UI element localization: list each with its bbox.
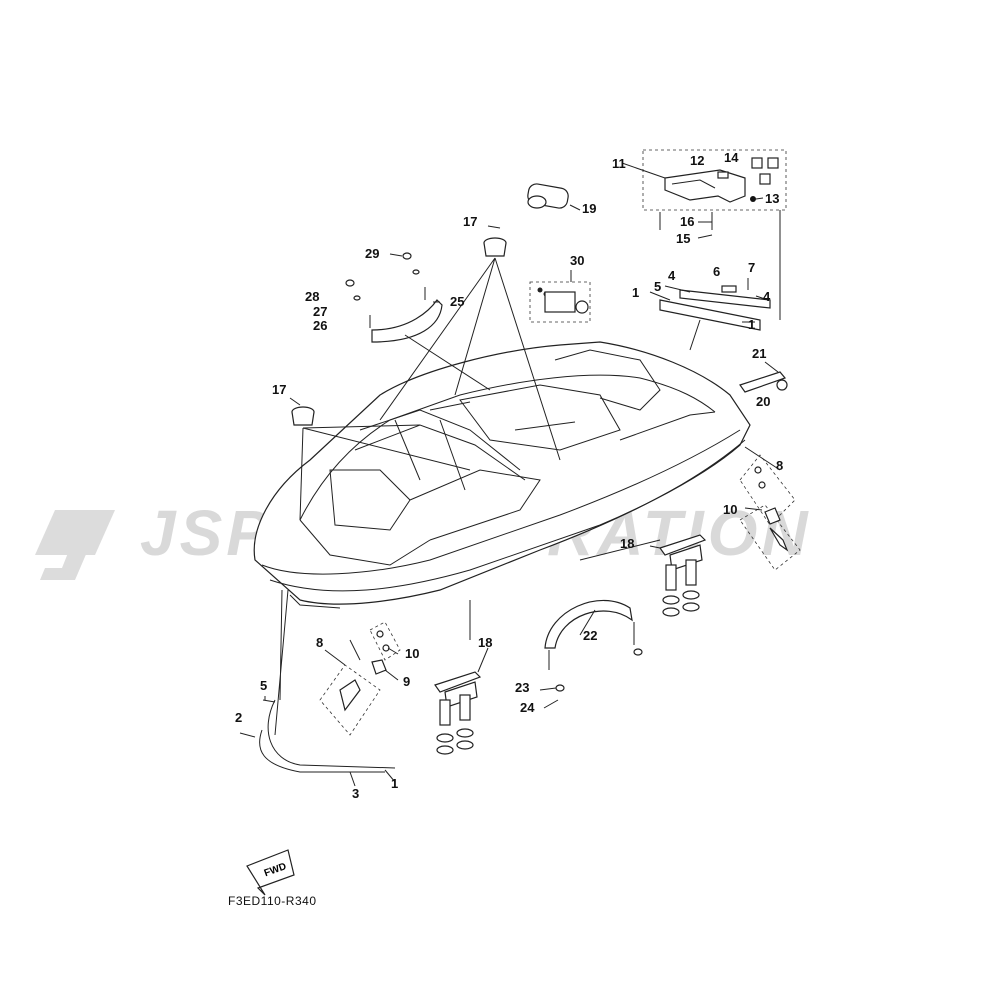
callout-28: 28 (305, 289, 319, 304)
callout-21: 21 (752, 346, 766, 361)
callout-26: 26 (313, 318, 327, 333)
callout-5-rail: 5 (654, 279, 661, 294)
fwd-arrow: FWD (246, 849, 295, 896)
callout-5: 5 (260, 678, 267, 693)
callout-27: 27 (313, 304, 327, 319)
callout-4-right: 4 (763, 289, 771, 304)
callout-18-left: 18 (478, 635, 492, 650)
callout-10-right: 10 (723, 502, 737, 517)
callout-12: 12 (690, 153, 704, 168)
fender-line (239, 699, 396, 773)
callout-20: 20 (756, 394, 770, 409)
callout-6: 6 (713, 264, 720, 279)
callout-14: 14 (724, 150, 739, 165)
boat-hull (253, 341, 751, 609)
grab-rail (544, 599, 643, 692)
rear-mirror (527, 183, 569, 209)
callout-29: 29 (365, 246, 379, 261)
callout-30: 30 (570, 253, 584, 268)
callout-9: 9 (403, 674, 410, 689)
callout-4-top: 4 (668, 268, 676, 283)
callout-11: 11 (612, 156, 626, 171)
callout-1-rail: 1 (632, 285, 639, 300)
callout-15: 15 (676, 231, 690, 246)
cup-holder-left (291, 406, 315, 426)
cleat-group-left (319, 621, 401, 736)
callout-22: 22 (583, 628, 597, 643)
callout-1-right: 1 (748, 317, 755, 332)
cleat-left (434, 671, 482, 755)
callout-13: 13 (765, 191, 779, 206)
callout-24: 24 (520, 700, 535, 715)
callout-17-upper: 17 (463, 214, 477, 229)
callout-2: 2 (235, 710, 242, 725)
callout-3: 3 (352, 786, 359, 801)
callout-8-right: 8 (776, 458, 783, 473)
leader-lines (264, 162, 781, 787)
callout-8-left: 8 (316, 635, 323, 650)
grab-handle (345, 252, 443, 343)
cleat-group-right (739, 454, 801, 571)
callouts: 11 12 14 13 16 15 19 17 29 30 28 27 26 2… (235, 150, 783, 801)
rub-rail-set (659, 278, 771, 331)
cleat-right (659, 534, 707, 617)
part-code: F3ED110-R340 (228, 894, 317, 908)
cup-holder-upper (483, 237, 507, 257)
callout-19: 19 (582, 201, 596, 216)
callout-16: 16 (680, 214, 694, 229)
callout-17-left: 17 (272, 382, 286, 397)
callout-18-right: 18 (620, 536, 634, 551)
callout-23: 23 (515, 680, 529, 695)
bracket-assembly (642, 149, 787, 230)
callout-7: 7 (748, 260, 755, 275)
callout-1-bottom: 1 (391, 776, 398, 791)
tow-eye (739, 371, 788, 393)
drain-plug-kit (529, 281, 591, 323)
callout-10-left: 10 (405, 646, 419, 661)
callout-25: 25 (450, 294, 464, 309)
